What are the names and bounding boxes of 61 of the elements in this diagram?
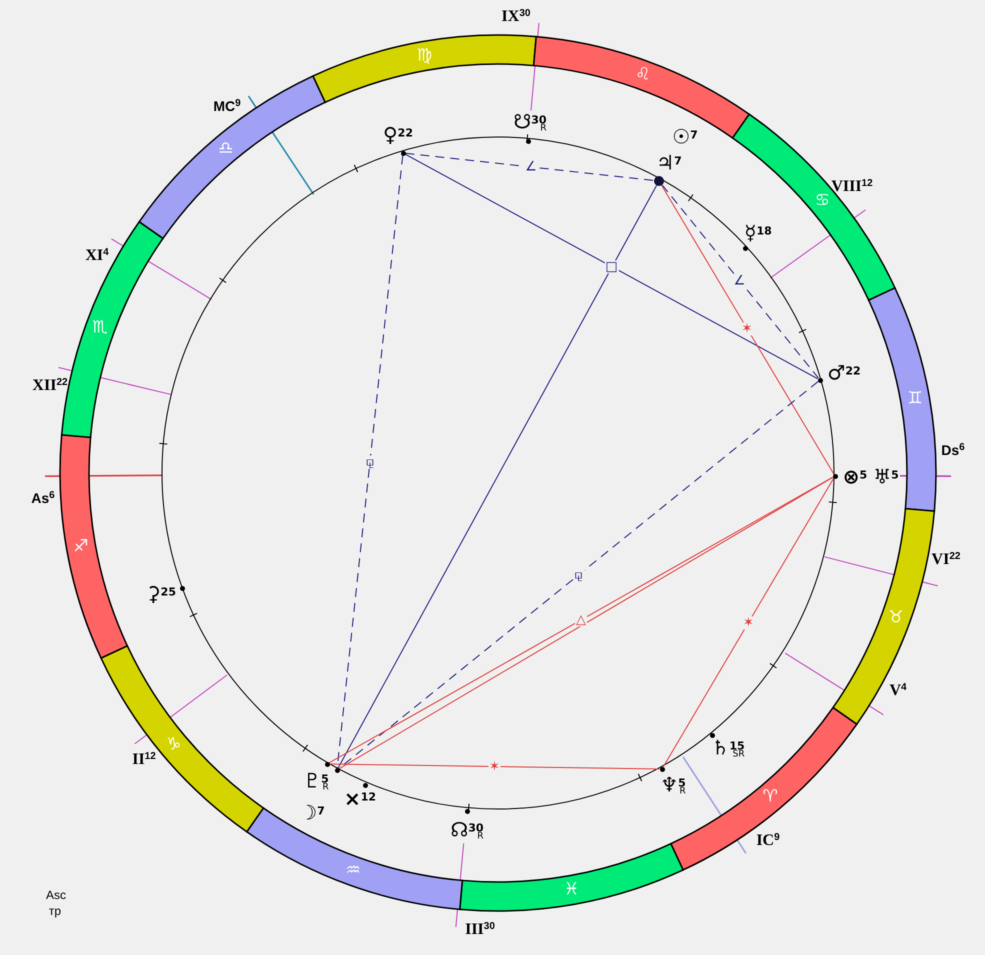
aspect-line	[404, 152, 655, 181]
zodiac-sign-symbol: ♉	[888, 609, 904, 626]
house-cusp-label: Ds$^{6}$	[941, 443, 965, 457]
planet-symbol: ☉$^{7}$	[672, 126, 698, 148]
house-cusp-label: III$^{30}$	[465, 922, 495, 938]
planet-symbol: ×$^{12}$	[344, 788, 376, 810]
house-cusp-label: XII$^{22}$	[32, 378, 68, 394]
zodiac-sign-symbol: ♐	[73, 538, 89, 556]
zodiac-sign-symbol: ♎	[218, 140, 234, 158]
aspect-symbol: ∠	[524, 160, 538, 174]
house-cusp-label: VI$^{22}$	[932, 552, 960, 568]
aspect-line	[336, 154, 404, 768]
planet-symbol: ♅$^{5}$	[873, 466, 899, 488]
zodiac-sign-symbol: ♈	[762, 788, 778, 806]
house-cusp-label: IC$^{9}$	[756, 833, 780, 849]
house-cusp-label: XI$^{4}$	[85, 248, 109, 264]
zodiac-sign-symbol: ♑	[166, 736, 182, 754]
aspect-symbol: ✶	[488, 760, 501, 773]
aspect-line	[662, 478, 834, 768]
planet-symbol: ♀$^{22}$	[383, 124, 413, 146]
zodiac-band-segment	[731, 113, 896, 302]
zodiac-sign-symbol: ♊	[907, 390, 923, 408]
zodiac-sign-symbol: ♍	[416, 47, 432, 64]
zodiac-band-segment	[100, 644, 265, 833]
aspect-symbol: ✶	[742, 616, 755, 629]
zodiac-sign-symbol: ♏	[92, 320, 108, 337]
planet-symbol: ☽$^{7}$	[299, 802, 325, 824]
aspect-symbol: ⚼	[364, 455, 376, 468]
planet-symbol: ♃$^{7}$	[656, 152, 682, 174]
aspect-line	[404, 154, 818, 380]
planet-symbol: ⚳$^{25}$	[146, 582, 176, 606]
aspect-symbol: ∠	[732, 274, 746, 287]
aspect-symbol: △	[575, 614, 587, 626]
zodiac-band-segment	[59, 433, 129, 660]
house-cusp-label: As$^{6}$	[31, 491, 55, 505]
aspect-line	[329, 764, 660, 770]
aspect-line	[662, 184, 819, 379]
zodiac-band-segment	[867, 286, 937, 513]
planet-symbol: ⊗$^{5}$	[842, 466, 868, 488]
house-cusp-label: VIII$^{12}$	[831, 179, 873, 195]
house-cusp-label: MC$^{9}$	[213, 99, 241, 113]
aspect-line	[338, 184, 658, 768]
planet-symbol: ☿$^{18}$	[744, 222, 772, 244]
zodiac-band-segment	[138, 75, 327, 240]
note-text: тр	[48, 905, 62, 917]
zodiac-sign-symbol: ♋	[814, 192, 830, 210]
house-cusp-label: II$^{12}$	[132, 752, 156, 768]
zodiac-band-segment	[458, 842, 685, 912]
planet-symbol: ♂$^{22}$	[827, 362, 861, 384]
house-cusp-label: V$^{4}$	[889, 683, 907, 699]
zodiac-sign-symbol: ♌	[635, 66, 650, 84]
house-cusp-label: IX$^{30}$	[502, 9, 530, 25]
aspect-line	[338, 381, 819, 769]
note-text: Asc	[46, 889, 66, 901]
aspect-line	[661, 184, 834, 474]
aspect-symbol: ✶	[740, 322, 754, 335]
aspect-symbol: □	[604, 260, 619, 273]
zodiac-sign-symbol: ♓	[564, 882, 580, 899]
zodiac-sign-symbol: ♒	[346, 862, 361, 880]
zodiac-band-segment	[311, 34, 538, 104]
aspect-symbol: ⚼	[573, 568, 584, 582]
